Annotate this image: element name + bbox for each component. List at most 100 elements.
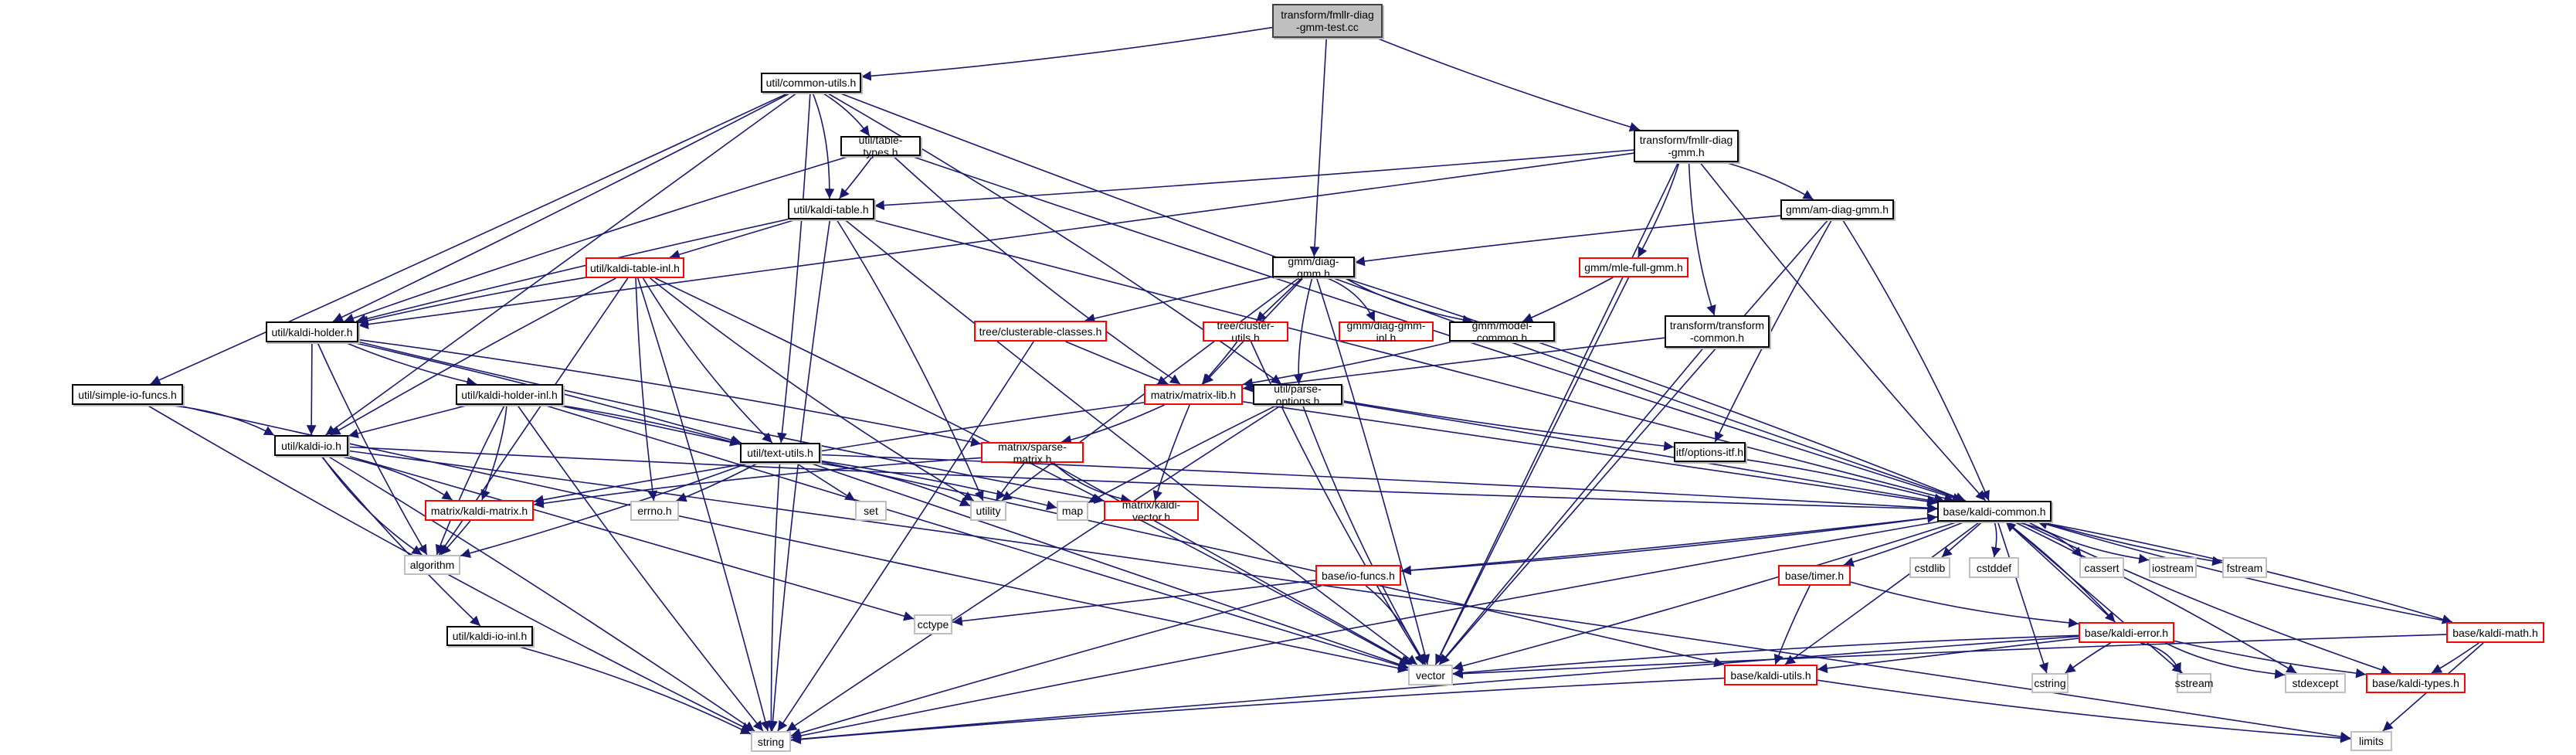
edge-kaldi_error-to-kaldi_common bbox=[2005, 521, 2116, 623]
edge-common_utils-to-simple_io bbox=[150, 92, 789, 385]
edge-sparse_matrix-to-vector bbox=[1050, 462, 1413, 665]
node-cluster-utils[interactable]: tree/cluster-utils.h bbox=[1203, 319, 1288, 344]
edge-kaldi_io-to-kaldi_matrix bbox=[338, 455, 453, 501]
edge-kaldi_common-to-cstring bbox=[1997, 521, 2048, 674]
edge-text_utils-to-errno bbox=[676, 462, 759, 502]
edge-diag_gmm-to-kaldi_common bbox=[1342, 277, 1966, 502]
edge-transform_common-to-matrix_lib bbox=[1242, 337, 1665, 393]
edge-kaldi_holder_inl-to-string bbox=[517, 404, 764, 732]
edge-parse_options-to-map bbox=[1088, 404, 1278, 504]
node-options-itf[interactable]: itf/options-itf.h bbox=[1674, 442, 1746, 462]
edge-kaldi_table_inl-to-string bbox=[637, 277, 771, 732]
edge-kaldi_common-to-string bbox=[790, 521, 1940, 741]
node-io-funcs[interactable]: base/io-funcs.h bbox=[1315, 565, 1401, 586]
node-text-utils[interactable]: util/text-utils.h bbox=[740, 443, 820, 463]
node-kaldi-table[interactable]: util/kaldi-table.h bbox=[788, 199, 874, 219]
node-common-utils[interactable]: util/common-utils.h bbox=[761, 73, 861, 93]
edge-kaldi_common-to-stdexcept bbox=[2013, 521, 2297, 674]
edge-sparse_matrix-to-utility bbox=[995, 462, 1025, 502]
node-limits: limits bbox=[2350, 731, 2392, 751]
edge-kaldi_holder_inl-to-kaldi_utils bbox=[556, 404, 1725, 668]
edge-kaldi_common-to-cstdlib bbox=[1941, 521, 1984, 558]
edge-text_utils-to-string bbox=[766, 462, 781, 732]
edge-kaldi_matrix-to-algorithm bbox=[440, 520, 471, 556]
edge-io_funcs-to-kaldi_common bbox=[1400, 513, 1938, 572]
node-model-common[interactable]: gmm/model-common.h bbox=[1449, 319, 1555, 344]
node-matrix-lib[interactable]: matrix/matrix-lib.h bbox=[1144, 384, 1243, 405]
edge-fmllr_h-to-kaldi_common bbox=[1699, 162, 1987, 502]
edge-root-to-fmllr_h bbox=[1376, 37, 1641, 132]
node-kaldi-common[interactable]: base/kaldi-common.h bbox=[1937, 501, 2052, 522]
edge-table_types-to-kaldi_table bbox=[838, 155, 874, 199]
edge-kaldi_math-to-kaldi_types bbox=[2431, 642, 2479, 674]
edge-kaldi_holder_inl-to-kaldi_io bbox=[348, 404, 470, 439]
edge-kaldi_holder_inl-to-kaldi_matrix bbox=[480, 404, 507, 501]
edge-am_diag-to-diag_gmm bbox=[1354, 215, 1781, 267]
edge-kaldi_io-to-string bbox=[327, 455, 755, 732]
node-diag-gmm[interactable]: gmm/diag-gmm.h bbox=[1272, 255, 1355, 280]
node-clusterable[interactable]: tree/clusterable-classes.h bbox=[974, 321, 1107, 342]
node-errno: errno.h bbox=[630, 501, 679, 521]
edge-text_utils-to-utility bbox=[816, 462, 971, 507]
edge-root-to-diag_gmm bbox=[1309, 37, 1328, 257]
edge-kaldi_error-to-stdexcept bbox=[2165, 642, 2286, 679]
edge-fmllr_h-to-am_diag bbox=[1724, 162, 1814, 200]
node-simple-io[interactable]: util/simple-io-funcs.h bbox=[72, 384, 183, 405]
node-kaldi-matrix[interactable]: matrix/kaldi-matrix.h bbox=[425, 500, 534, 521]
edge-kaldi_io-to-limits bbox=[348, 450, 2351, 742]
node-kaldi-types[interactable]: base/kaldi-types.h bbox=[2366, 673, 2466, 693]
edge-model_common-to-matrix_lib bbox=[1242, 341, 1453, 388]
node-kaldi-holder-inl[interactable]: util/kaldi-holder-inl.h bbox=[456, 384, 563, 405]
node-timer[interactable]: base/timer.h bbox=[1778, 565, 1851, 586]
node-mle-full[interactable]: gmm/mle-full-gmm.h bbox=[1579, 257, 1688, 277]
node-transform-common[interactable]: transform/transform -common.h bbox=[1665, 315, 1770, 348]
edge-mle_full-to-vector bbox=[1435, 277, 1630, 665]
node-parse-options[interactable]: util/parse-options.h bbox=[1253, 383, 1342, 407]
node-kaldi-utils[interactable]: base/kaldi-utils.h bbox=[1724, 665, 1817, 685]
node-set: set bbox=[855, 501, 887, 521]
node-kaldi-error[interactable]: base/kaldi-error.h bbox=[2079, 622, 2174, 643]
node-fmllr-h[interactable]: transform/fmllr-diag -gmm.h bbox=[1634, 130, 1739, 162]
edge-kaldi_common-to-kaldi_types bbox=[2019, 521, 2391, 675]
edge-io_funcs-to-vector bbox=[1365, 585, 1424, 665]
edge-kaldi_table_inl-to-text_utils bbox=[642, 277, 773, 444]
edge-kaldi_error-to-string bbox=[790, 635, 2079, 744]
node-cstddef: cstddef bbox=[1969, 557, 2019, 578]
edge-common_utils-to-text_utils bbox=[777, 92, 811, 444]
edge-table_types-to-kaldi_holder bbox=[344, 155, 850, 323]
node-kaldi-holder[interactable]: util/kaldi-holder.h bbox=[266, 321, 358, 342]
node-diag-gmm-inl[interactable]: gmm/diag-gmm-inl.h bbox=[1339, 319, 1434, 344]
edge-diag_gmm-to-diag_gmm_inl bbox=[1325, 277, 1376, 322]
edge-kaldi_table-to-kaldi_holder bbox=[355, 218, 789, 325]
node-kaldi-io[interactable]: util/kaldi-io.h bbox=[274, 435, 348, 456]
node-kaldi-vector[interactable]: matrix/kaldi-vector.h bbox=[1104, 498, 1199, 523]
edge-parse_options-to-options_itf bbox=[1342, 400, 1675, 451]
node-sparse-matrix[interactable]: matrix/sparse-matrix.h bbox=[981, 440, 1084, 465]
edge-kaldi_common-to-cstddef bbox=[1991, 521, 2001, 558]
node-am-diag[interactable]: gmm/am-diag-gmm.h bbox=[1780, 199, 1894, 219]
edge-common_utils-to-table_types bbox=[821, 92, 871, 137]
edge-kaldi_common-to-vector bbox=[1452, 521, 1959, 672]
node-table-types[interactable]: util/table-types.h bbox=[840, 134, 921, 158]
node-vector: vector bbox=[1408, 665, 1453, 685]
node-util-kaldi-io-inl[interactable]: util/kaldi-io-inl.h bbox=[446, 626, 533, 646]
edge-kaldi_holder-to-kaldi_holder_inl bbox=[344, 342, 477, 387]
node-kaldi-math[interactable]: base/kaldi-math.h bbox=[2446, 622, 2544, 643]
node-stdexcept: stdexcept bbox=[2285, 673, 2346, 693]
node-sstream: sstream bbox=[2175, 673, 2213, 693]
edge-kaldi_holder_inl-to-algorithm bbox=[435, 404, 506, 556]
edge-kaldi_io-to-cctype bbox=[347, 455, 915, 621]
edge-kaldi_table-to-kaldi_common bbox=[871, 219, 1955, 503]
node-cstdlib: cstdlib bbox=[1909, 557, 1950, 578]
node-kaldi-table-inl[interactable]: util/kaldi-table-inl.h bbox=[585, 257, 684, 278]
edge-fmllr_h-to-kaldi_table bbox=[874, 149, 1634, 210]
edge-kaldi_common-to-io_funcs bbox=[1400, 516, 1938, 576]
edge-io_funcs-to-string bbox=[790, 585, 1322, 738]
edge-common_utils-to-kaldi_table bbox=[812, 92, 835, 199]
edge-kaldi_table_inl-to-kaldi_holder bbox=[358, 277, 586, 325]
edge-clusterable-to-string bbox=[777, 341, 1034, 732]
edge-sparse_matrix-to-kaldi_matrix bbox=[533, 457, 982, 508]
edge-kaldi_table_inl-to-utility bbox=[650, 277, 974, 502]
edge-kaldi_table_inl-to-vector bbox=[655, 277, 1410, 665]
